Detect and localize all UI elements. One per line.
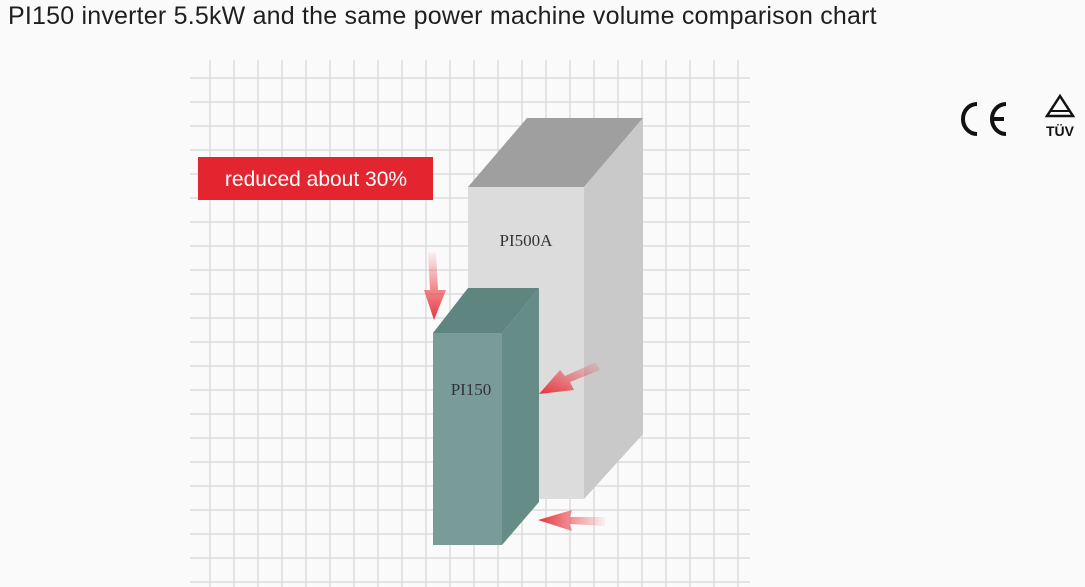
pi500a-label: PI500A xyxy=(500,231,554,250)
tuv-mark-text: TÜV xyxy=(1046,123,1075,139)
ce-mark-icon xyxy=(961,102,1007,136)
page-title: PI150 inverter 5.5kW and the same power … xyxy=(8,2,877,30)
reduction-callout-text: reduced about 30% xyxy=(225,168,407,191)
pi500a-side-face xyxy=(584,118,643,499)
reduction-callout: reduced about 30% xyxy=(198,157,433,200)
pi150-front-face xyxy=(433,333,502,545)
reduction-arrow-bottom xyxy=(538,510,605,531)
pi150-label: PI150 xyxy=(451,380,492,399)
pi150-unit: PI150 xyxy=(433,288,539,545)
tuv-mark-icon: TÜV xyxy=(1044,93,1076,139)
pi500a-top-face xyxy=(468,118,643,187)
reduction-arrow-side xyxy=(539,362,600,394)
pi150-side-face xyxy=(502,288,539,545)
pi150-top-face xyxy=(433,288,539,333)
reduction-arrow-top xyxy=(424,252,446,320)
